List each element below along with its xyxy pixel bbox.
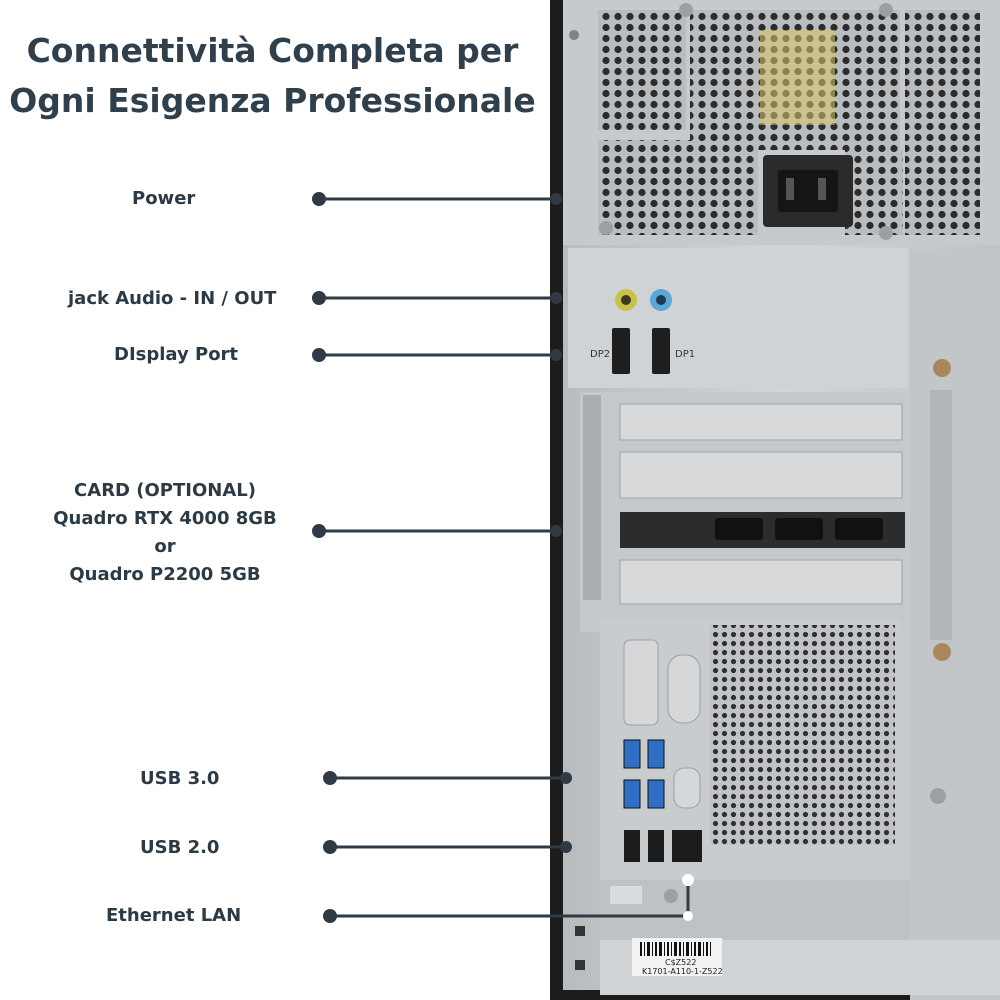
sticker-code: C$Z522 bbox=[665, 958, 696, 967]
title-line-2: Ogni Esigenza Professionale bbox=[9, 81, 536, 120]
label-display-port: DIsplay Port bbox=[114, 344, 239, 365]
label-usb2: USB 2.0 bbox=[140, 837, 220, 858]
dp2-label: DP2 bbox=[590, 349, 610, 360]
usb3-port bbox=[647, 739, 665, 769]
ethernet-port bbox=[672, 830, 702, 862]
card-line-1: CARD (OPTIONAL) bbox=[74, 480, 256, 501]
displayport-1 bbox=[652, 328, 670, 374]
displayport-2 bbox=[612, 328, 630, 374]
label-usb3: USB 3.0 bbox=[140, 768, 220, 789]
usb2-port bbox=[648, 830, 664, 862]
callout-display bbox=[312, 348, 562, 362]
callout-card bbox=[312, 524, 562, 538]
usb3-port bbox=[623, 779, 641, 809]
label-audio-jack: jack Audio - IN / OUT bbox=[68, 288, 277, 309]
callouts bbox=[312, 192, 694, 923]
page-title: Connettività Completa per Ogni Esigenza … bbox=[0, 26, 545, 126]
usb3-port bbox=[623, 739, 641, 769]
sticker-serial: K1701-A110-1-Z522 bbox=[642, 967, 723, 976]
title-line-1: Connettività Completa per bbox=[26, 31, 519, 70]
card-line-2: Quadro RTX 4000 8GB bbox=[53, 508, 277, 529]
callout-lan bbox=[323, 874, 694, 923]
label-power: Power bbox=[132, 188, 196, 209]
dp1-label: DP1 bbox=[675, 349, 695, 360]
card-line-4: Quadro P2200 5GB bbox=[69, 564, 261, 585]
callout-power bbox=[312, 192, 562, 206]
usb3-port bbox=[647, 779, 665, 809]
label-graphics-card: CARD (OPTIONAL) Quadro RTX 4000 8GB or Q… bbox=[40, 477, 290, 589]
callout-usb3 bbox=[323, 771, 572, 785]
callout-usb2 bbox=[323, 840, 572, 854]
label-ethernet-lan: Ethernet LAN bbox=[106, 905, 242, 926]
barcode bbox=[640, 942, 711, 956]
usb2-port bbox=[624, 830, 640, 862]
card-line-3: or bbox=[154, 536, 176, 557]
callout-audio bbox=[312, 291, 562, 305]
